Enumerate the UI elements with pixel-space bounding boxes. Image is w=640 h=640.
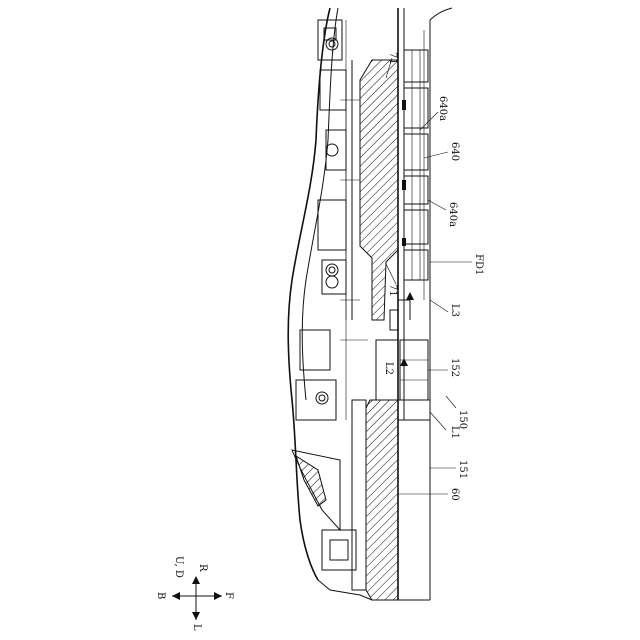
label-151: 151 <box>457 460 468 479</box>
label-640a-mid: 640a <box>447 202 458 227</box>
label-640: 640 <box>449 142 460 161</box>
compass-top-label: U, D <box>173 556 184 578</box>
label-L3: L3 <box>449 304 460 317</box>
label-60: 60 <box>449 488 460 501</box>
label-L2: L2 <box>383 362 394 375</box>
arrow-left-icon <box>172 592 180 600</box>
compass-right-top-label: R <box>197 564 208 572</box>
direction-compass: U, D R B F L <box>155 556 234 631</box>
label-152: 152 <box>449 358 460 377</box>
label-L1: L1 <box>449 426 460 439</box>
compass-right-label: F <box>223 592 234 599</box>
left-machinery <box>296 20 368 420</box>
label-640a-top: 640a <box>437 96 448 121</box>
arrow-down-icon <box>192 612 200 620</box>
arrow-right-icon <box>214 592 222 600</box>
compass-bottom-label: L <box>191 624 202 631</box>
label-FD1: FD1 <box>473 254 484 275</box>
duct-member-71 <box>346 60 398 320</box>
label-71-top: 71 <box>387 52 398 65</box>
compass-left-label: B <box>155 592 166 599</box>
label-71-mid: 71 <box>387 284 398 297</box>
housing-outline <box>288 8 372 600</box>
arrow-up-icon <box>192 576 200 584</box>
fan-pocket <box>292 450 356 570</box>
block-60 <box>352 400 398 600</box>
